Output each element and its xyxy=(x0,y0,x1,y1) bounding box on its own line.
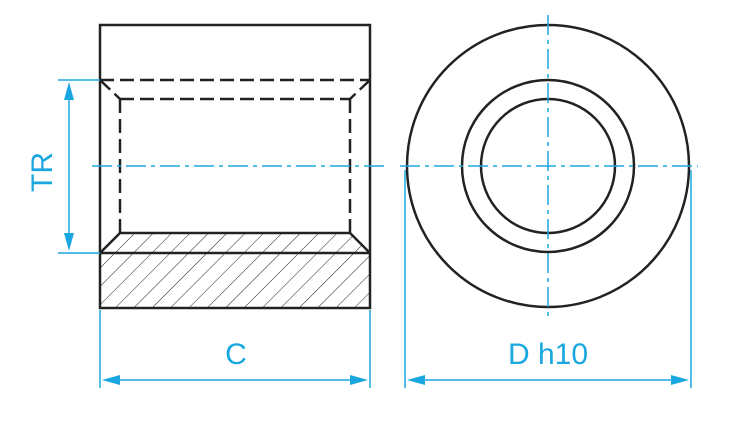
front-view xyxy=(400,15,698,318)
d-dimension xyxy=(404,170,692,388)
d-label: D h10 xyxy=(508,338,588,371)
bore-bottom-chamfer xyxy=(99,231,371,254)
tr-dimension xyxy=(58,79,100,254)
hatched-wall xyxy=(100,253,370,308)
tr-label: TR xyxy=(26,152,59,192)
hidden-bore-lines xyxy=(99,78,371,233)
hatched-chamfer xyxy=(100,233,370,253)
c-dimension xyxy=(99,310,371,388)
side-section-view xyxy=(92,23,384,310)
c-label: C xyxy=(225,338,247,371)
